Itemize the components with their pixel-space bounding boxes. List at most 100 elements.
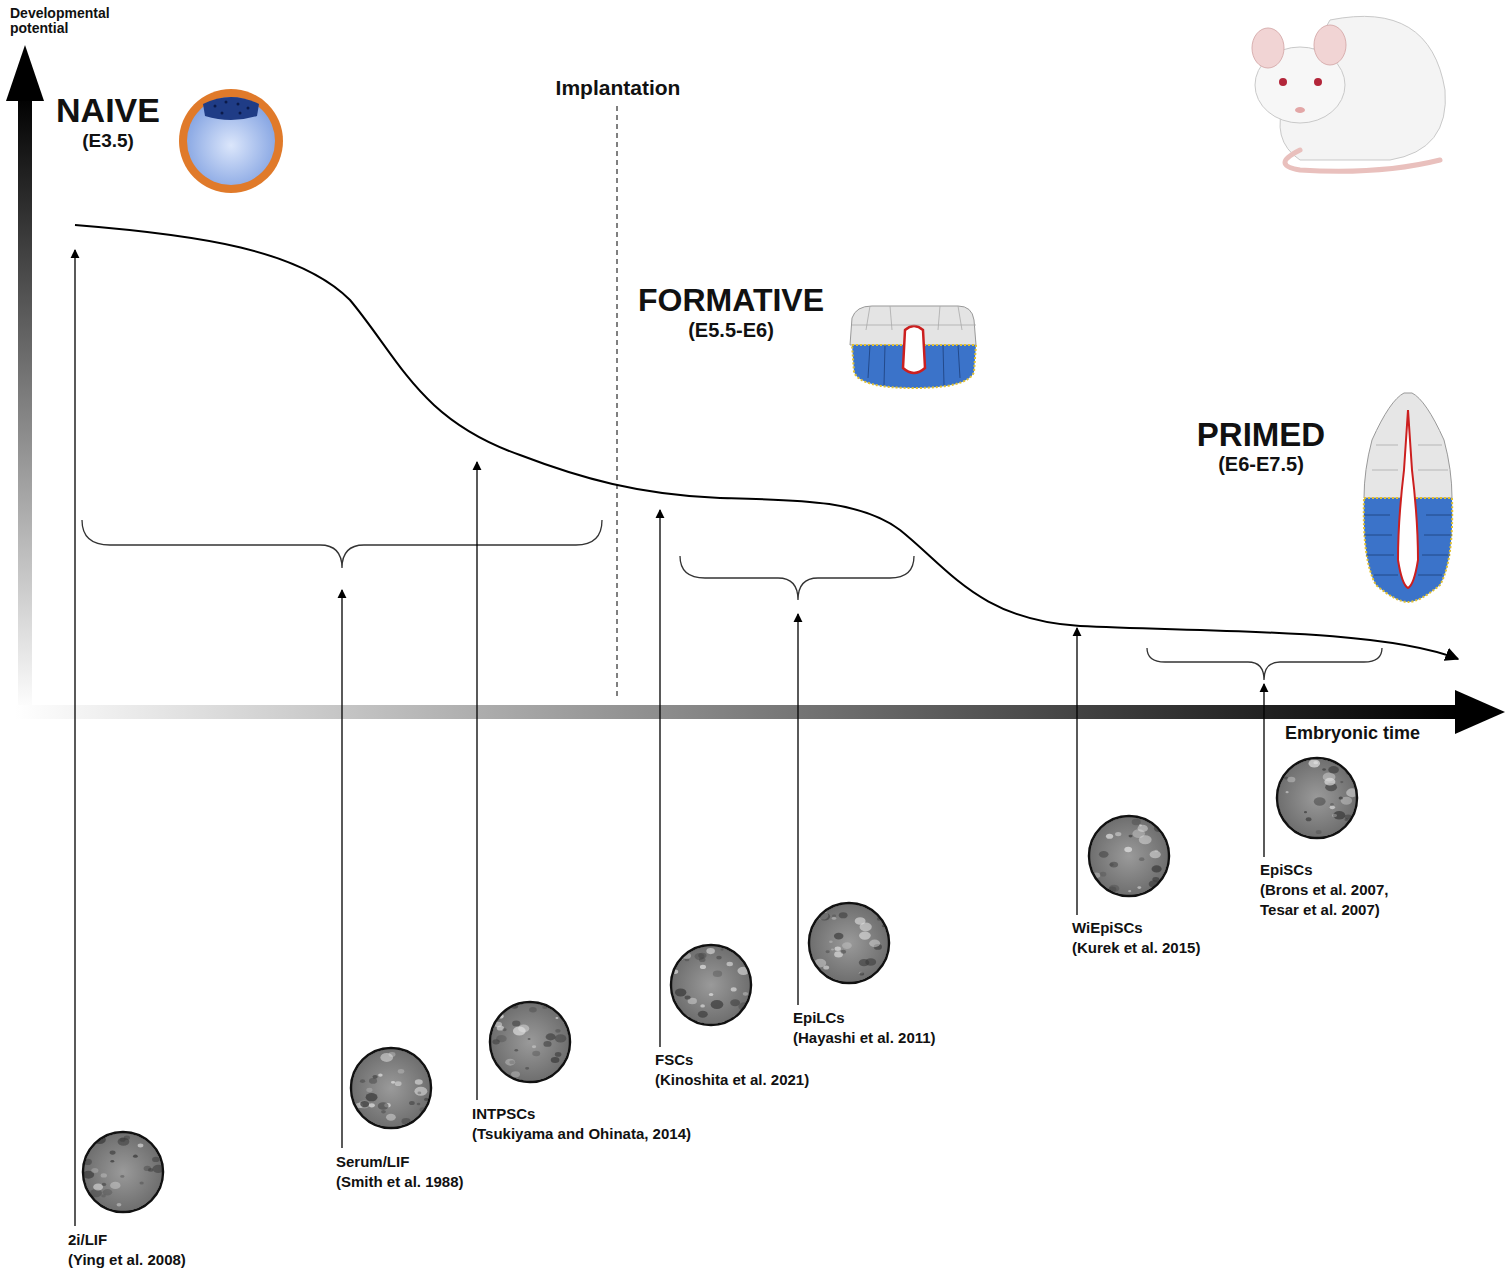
colony-texture xyxy=(711,1000,724,1009)
colony-texture xyxy=(730,999,740,1006)
colony-texture xyxy=(514,1049,518,1052)
mouse-eye xyxy=(1279,78,1287,86)
micrograph-border xyxy=(351,1048,431,1128)
cell-type-node: Serum/LIF(Smith et al. 1988) xyxy=(336,1046,464,1192)
citation: (Kinoshita et al. 2021) xyxy=(655,1070,810,1090)
colony-texture xyxy=(512,1021,520,1027)
colony-texture xyxy=(398,1069,405,1074)
colony-texture xyxy=(1132,819,1141,825)
colony-texture xyxy=(1308,759,1320,767)
citation: (Brons et al. 2007, Tesar et al. 2007) xyxy=(1260,880,1410,920)
colony-texture xyxy=(101,1194,106,1197)
colony-texture xyxy=(834,933,844,940)
colony-texture xyxy=(695,953,705,960)
colony-texture xyxy=(139,1181,143,1184)
colony-texture xyxy=(417,1092,421,1095)
colony-texture xyxy=(529,1007,537,1012)
cell-type-name: Serum/LIF xyxy=(336,1152,464,1172)
colony-texture xyxy=(1100,872,1106,877)
cell-type-node: EpiLCs(Hayashi et al. 2011) xyxy=(793,901,936,1048)
mouse-eye xyxy=(1314,78,1322,86)
colony-texture xyxy=(360,1101,369,1107)
colony-texture xyxy=(700,965,706,969)
micrograph-border xyxy=(809,903,889,983)
pointer-arrow xyxy=(74,250,75,1226)
colony-texture xyxy=(555,1017,558,1019)
colony-texture xyxy=(360,1079,365,1083)
colony-texture xyxy=(859,972,864,975)
colony-texture xyxy=(1306,817,1312,821)
colony-texture xyxy=(835,947,841,951)
node-text: FSCs(Kinoshita et al. 2021) xyxy=(655,943,810,1090)
colony-texture xyxy=(826,950,830,953)
colony-texture xyxy=(93,1183,103,1190)
cell-type-node: WiEpiSCs(Kurek et al. 2015) xyxy=(1072,814,1201,958)
stage-label: PRIMED xyxy=(1197,417,1325,453)
citation: (Kurek et al. 2015) xyxy=(1072,938,1201,958)
colony-texture xyxy=(700,1004,705,1007)
colony-texture xyxy=(1106,834,1113,839)
colony-texture xyxy=(91,1168,98,1173)
micrograph xyxy=(488,1000,572,1084)
cell-line xyxy=(884,345,885,385)
colony-texture xyxy=(1286,761,1291,764)
bracket xyxy=(680,556,914,600)
event-label: Implantation xyxy=(556,76,681,99)
colony-texture xyxy=(673,956,679,960)
colony-texture xyxy=(1109,863,1113,866)
colony-texture xyxy=(532,1045,536,1048)
colony-texture xyxy=(1332,814,1337,818)
mouse-tail xyxy=(1285,150,1440,171)
colony-texture xyxy=(101,1173,107,1177)
colony-texture xyxy=(417,1103,421,1105)
colony-texture xyxy=(518,1025,529,1033)
blastocyst-cavity xyxy=(187,97,275,185)
pointer-arrow xyxy=(797,614,798,1005)
colony-texture xyxy=(1330,805,1335,809)
mouse-ear xyxy=(1314,25,1346,65)
colony-texture xyxy=(532,1051,540,1057)
cell-dot xyxy=(247,107,250,110)
citation: (Hayashi et al. 2011) xyxy=(793,1028,936,1048)
stage-label: (E6-E7.5) xyxy=(1218,453,1304,475)
colony-texture xyxy=(1128,890,1131,892)
colony-texture xyxy=(859,931,871,939)
colony-texture xyxy=(1313,761,1318,764)
colony-texture xyxy=(675,988,686,996)
citation: (Ying et al. 2008) xyxy=(68,1250,186,1270)
colony-texture xyxy=(1139,824,1142,826)
cell-dot xyxy=(214,105,217,108)
colony-texture xyxy=(366,1093,378,1101)
pointer-arrow xyxy=(476,462,477,1100)
amniotic-cavity xyxy=(1398,410,1418,588)
micrograph-border xyxy=(83,1132,163,1212)
colony-texture xyxy=(1339,797,1343,800)
colony-texture xyxy=(1330,803,1334,806)
colony-texture xyxy=(503,1028,507,1031)
colony-texture xyxy=(555,1029,560,1033)
colony-texture xyxy=(152,1157,159,1162)
colony-texture xyxy=(1150,850,1161,858)
colony-texture xyxy=(706,948,715,954)
colony-texture xyxy=(860,923,872,932)
colony-texture xyxy=(389,1052,396,1057)
colony-texture xyxy=(1324,778,1335,786)
colony-texture xyxy=(831,948,834,950)
colony-texture xyxy=(713,971,722,978)
cell-line xyxy=(943,345,944,385)
colony-texture xyxy=(727,962,733,967)
colony-texture xyxy=(372,1075,377,1079)
x-axis xyxy=(15,705,1457,719)
cell-type-name: INTPSCs xyxy=(472,1104,691,1124)
colony-texture xyxy=(378,1102,389,1110)
micrograph xyxy=(81,1130,165,1214)
colony-texture xyxy=(1139,857,1144,861)
micrograph xyxy=(1087,814,1171,898)
colony-texture xyxy=(1132,829,1145,838)
colony-texture xyxy=(698,1011,708,1018)
colony-texture xyxy=(117,1203,122,1206)
colony-texture xyxy=(528,1038,531,1040)
y-axis xyxy=(18,95,32,712)
cell-type-node: 2i/LIF(Ying et al. 2008) xyxy=(68,1130,186,1270)
colony-texture xyxy=(415,1079,423,1085)
